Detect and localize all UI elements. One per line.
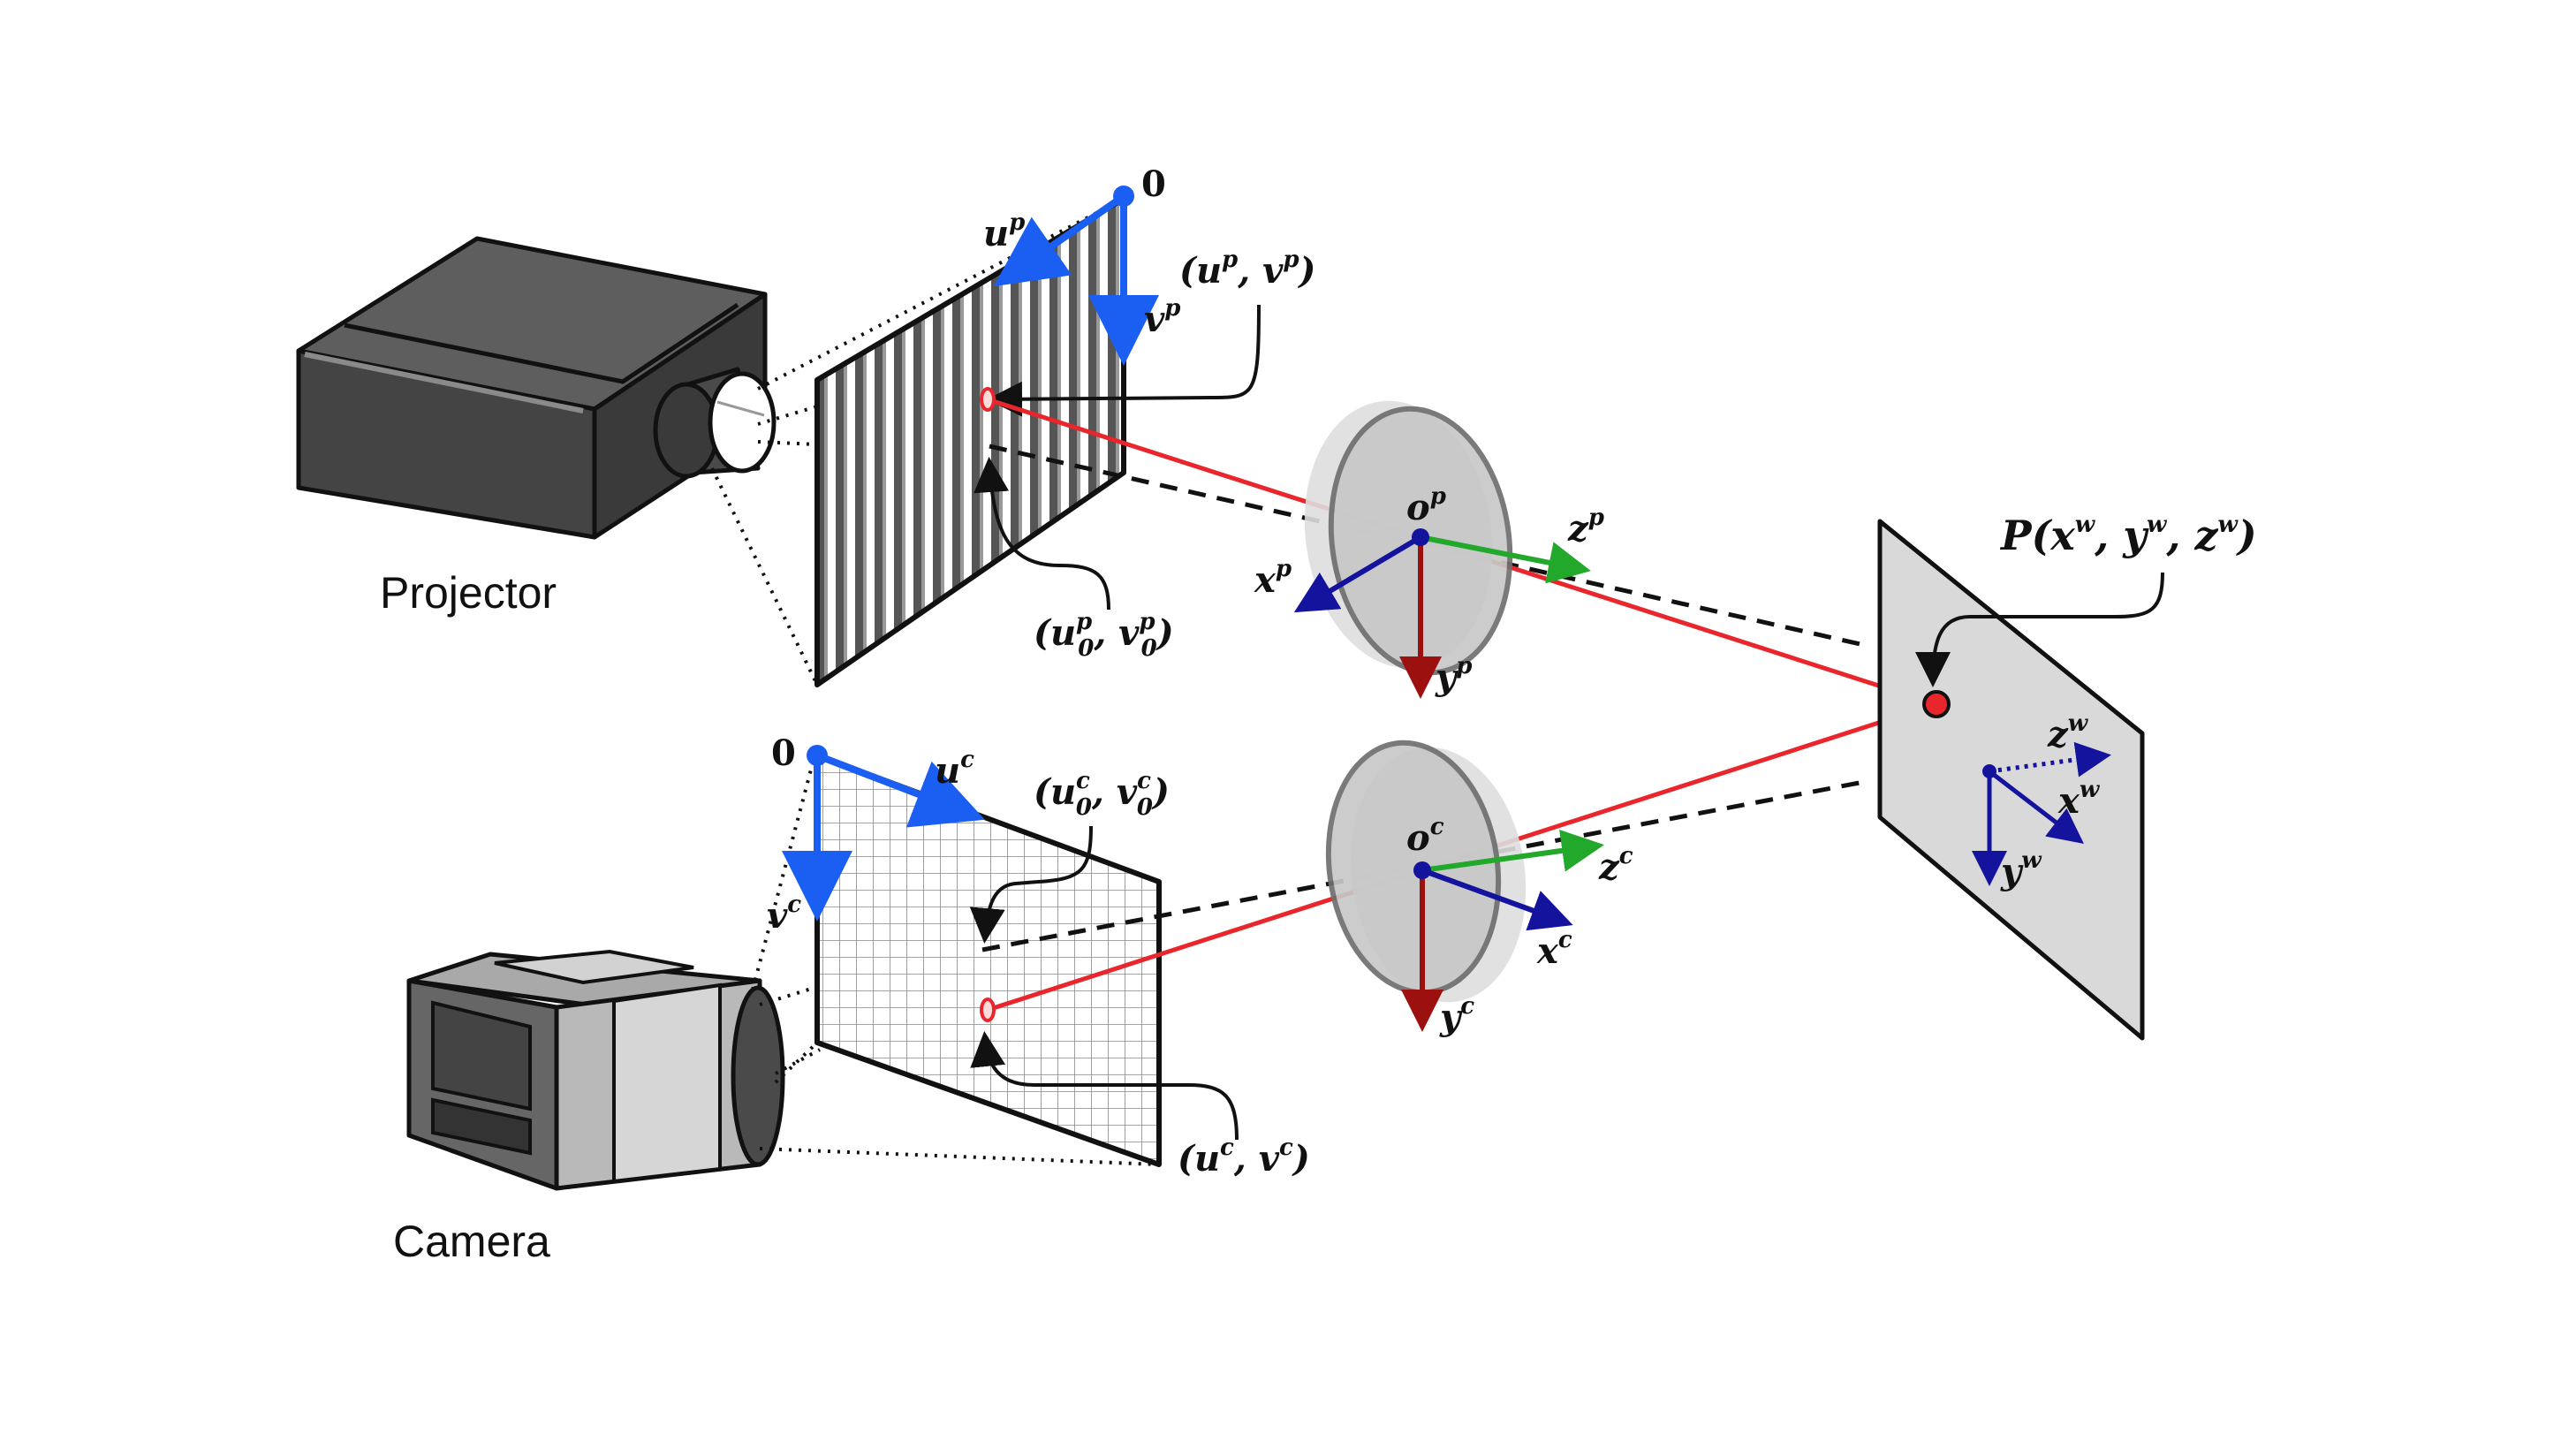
camera-origin-label: 0 xyxy=(771,732,796,774)
camera-zc-label: zc xyxy=(1598,843,1633,888)
camera-yc-label: yc xyxy=(1439,993,1474,1038)
projector-xp-label: xp xyxy=(1254,556,1292,601)
projector-lens-axes xyxy=(1293,528,1591,699)
camera-uc-label: uc xyxy=(935,747,974,792)
projector-optical-center-label: op xyxy=(1406,483,1446,528)
world-point-label: P(xw, yw, zw) xyxy=(1999,512,2257,559)
projector-up-label: up xyxy=(983,209,1025,254)
projector-vp-label: vp xyxy=(1144,295,1180,340)
world-object-plane xyxy=(1877,519,2145,1041)
world-point-callout xyxy=(1915,572,2164,687)
projector-device xyxy=(296,236,777,540)
projector-lens xyxy=(1304,400,1513,676)
projector-origin-label: 0 xyxy=(1141,163,1166,205)
world-zw-label: zw xyxy=(2047,710,2089,755)
world-xw-label: xw xyxy=(2057,777,2101,822)
camera-device xyxy=(406,949,785,1191)
camera-vc-label: vc xyxy=(767,891,801,937)
camera-optical-center-label: oc xyxy=(1406,814,1444,859)
projector-pixel-callout xyxy=(987,304,1261,417)
projector-pixel-label: (up, vp) xyxy=(1179,247,1315,292)
projector-label: Projector xyxy=(380,568,557,618)
projector-principal-callout xyxy=(974,457,1110,611)
projector-frustum xyxy=(710,197,1125,686)
world-yw-label: yw xyxy=(2000,847,2042,892)
camera-pixel-callout xyxy=(970,1031,1239,1141)
projector-zp-label: zp xyxy=(1567,504,1604,550)
camera-image-plane xyxy=(814,753,1162,1167)
camera-lens-axes xyxy=(1401,830,1604,1032)
projector-yp-label: yp xyxy=(1435,653,1472,698)
camera-image-axes xyxy=(782,745,985,922)
world-axes xyxy=(1972,741,2111,886)
camera-xc-label: xc xyxy=(1536,927,1572,972)
projector-image-axes xyxy=(993,186,1159,366)
camera-label: Camera xyxy=(393,1217,550,1266)
camera-principal-callout xyxy=(969,825,1093,944)
camera-pixel-label: (uc, vc) xyxy=(1178,1134,1310,1180)
world-point xyxy=(1922,690,1951,718)
